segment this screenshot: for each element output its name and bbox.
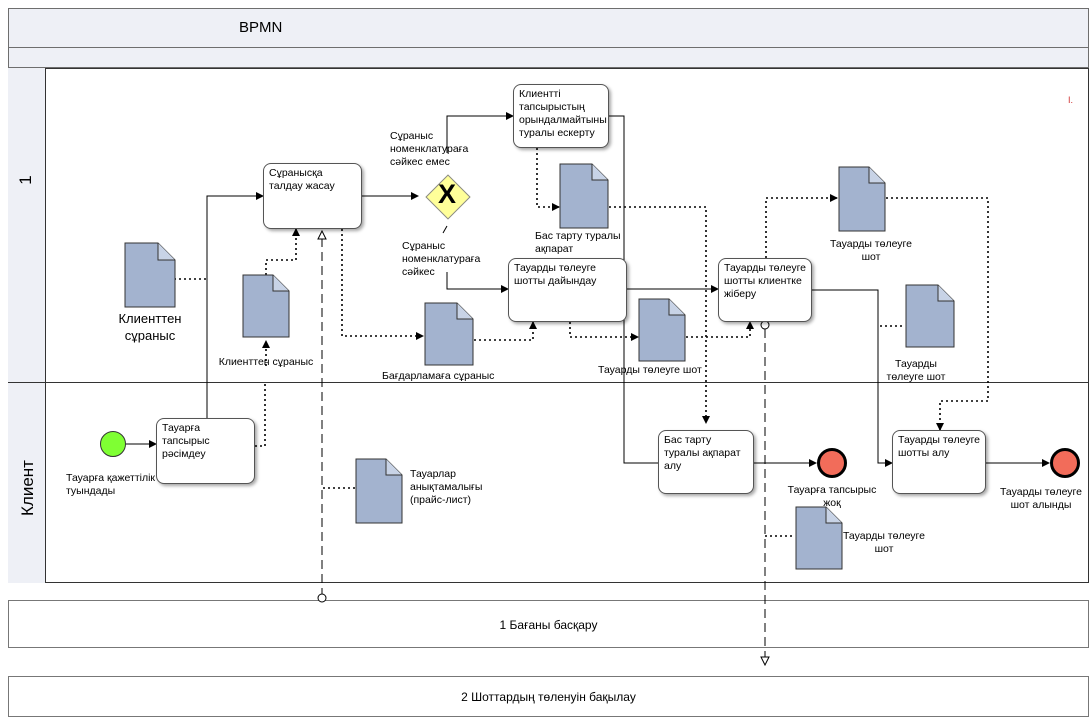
lane-label-column [8,68,46,583]
doc-invoice-right [905,284,955,348]
end-event-invoice-received [1050,448,1080,478]
message-origin-1 [317,593,327,603]
doc-invoice-mid-label: Тауарды төлеуге шот [598,364,702,376]
doc-refusal-info [559,163,609,229]
end-event-invoice-received-label: Тауарды төлеуге шот алынды [999,486,1082,511]
assoc-warn-to-refdoc [536,148,560,211]
start-event [100,431,126,457]
strip-invoice-control-label: 2 Шоттардың төленуін бақылау [461,690,636,704]
flow-order-to-analyze [206,192,264,418]
gateway-tick [442,225,448,234]
message-origin-2 [760,320,770,330]
task-prepare-invoice[interactable]: Тауарды төлеуге шотты дайындау [508,258,627,322]
assoc-analyze-to-progdoc [341,229,424,340]
assoc-smalldoc-to-analyze [265,228,300,275]
assoc-refdoc-to-refusal [609,206,710,424]
flow-gateway-to-warn [446,112,514,153]
gateway-match-label: Сұраныс номенклатураға сәйкес [402,240,481,278]
gateway-x-icon: X [437,179,456,209]
lane-divider [8,382,1089,383]
task-warn-client-label: Клиентті тапсырыстың орындалмайтыны тура… [519,88,607,139]
assoc-prepare-to-invdoc [569,322,639,341]
doc-program-request-label: Бағдарламаға сұраныс [382,370,495,382]
doc-invoice-top [838,166,886,232]
doc-invoice-right-label: Тауарды төлеуге шот [886,358,946,383]
task-receive-refusal[interactable]: Бас тарту туралы ақпарат алу [658,430,754,494]
doc-price-list-label: Тауарлар анықтамалығы (прайс-лист) [410,468,483,506]
assoc-progdoc-to-prepare [474,321,537,341]
stray-mark: I. [1068,95,1074,105]
diagram-title-bar: BPMN [8,8,1089,48]
task-place-order[interactable]: Тауарға тапсырыс рәсімдеу [156,418,255,484]
doc-client-request-small [242,274,290,338]
doc-client-request-small-label: Клиенттен сұраныс [218,356,314,368]
task-receive-invoice[interactable]: Тауарды төлеуге шотты алу [892,430,986,494]
doc-invoice-bottom-label: Тауарды төлеуге шот [842,530,925,555]
strip-price-management: 1 Бағаны басқару [8,600,1089,648]
start-event-label: Тауарға қажеттілік туындады [66,472,156,497]
doc-client-request-big [124,242,176,308]
task-place-order-label: Тауарға тапсырыс рәсімдеу [162,422,210,460]
end-event-no-order-label: Тауарға тапсырыс жоқ [787,484,877,509]
task-warn-client[interactable]: Клиентті тапсырыстың орындалмайтыны тура… [513,84,609,148]
doc-invoice-mid [638,298,686,362]
doc-invoice-top-label: Тауарды төлеуге шот [829,238,912,263]
task-prepare-invoice-label: Тауарды төлеуге шотты дайындау [514,262,597,287]
doc-client-request-big-label: Клиенттен сұраныс [118,311,182,343]
assoc-invdoc-to-send [686,321,754,338]
task-receive-invoice-label: Тауарды төлеуге шотты алу [898,434,981,459]
doc-invoice-bottom [795,506,843,570]
strip-price-management-label: 1 Бағаны басқару [499,618,598,632]
gateway-not-match-label: Сұраныс номенклатураға сәйкес емес [390,130,469,168]
assoc-order-to-smalldoc [255,384,266,447]
doc-refusal-info-label: Бас тарту туралы ақпарат [535,230,621,255]
diagram-title: BPMN [239,19,283,36]
strip-invoice-control: 2 Шоттардың төленуін бақылау [8,676,1089,717]
end-event-no-order [817,448,847,478]
task-send-invoice-label: Тауарды төлеуге шотты клиентке жіберу [724,262,807,300]
doc-program-request [424,302,474,366]
task-receive-refusal-label: Бас тарту туралы ақпарат алу [664,434,741,472]
task-analyze-request-label: Сұранысқа талдау жасау [269,167,335,192]
assoc-topdoc-to-receive [886,197,989,431]
assoc-send-to-topdoc [765,194,838,258]
doc-price-list [355,458,403,524]
task-analyze-request[interactable]: Сұранысқа талдау жасау [263,163,362,229]
task-send-invoice[interactable]: Тауарды төлеуге шотты клиентке жіберу [718,258,812,322]
flow-gateway-to-prepare [446,272,509,293]
flow-send-to-receive [812,289,893,467]
